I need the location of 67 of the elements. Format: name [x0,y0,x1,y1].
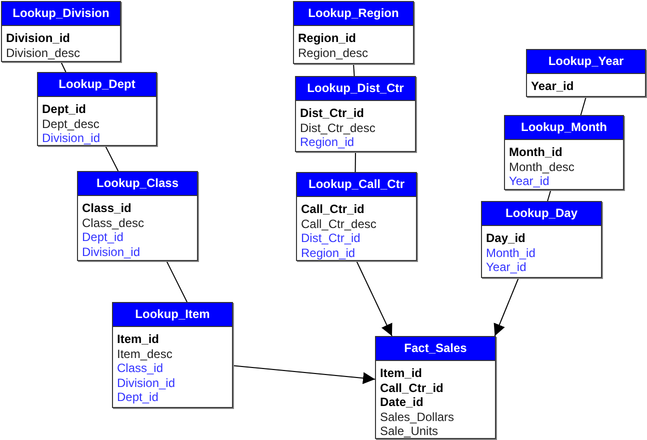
field-name: Dept_id [81,230,124,244]
field-name: Year_id [485,260,528,274]
connector-line [354,152,356,172]
field-name: Year_id [530,79,575,94]
table-header: Lookup_Item [113,303,232,327]
table-box [112,302,233,408]
field-name: Item_id [116,332,160,346]
table-box [504,115,624,190]
table-header: Lookup_Dist_Ctr [296,77,415,101]
field-name: Call_Ctr_id [379,380,444,395]
field-name: Division_id [5,31,72,46]
field-name: Dept_id [41,102,88,116]
connector-line [104,146,119,172]
field-name: Dist_Ctr_desc [299,120,376,135]
field-name: Sales_Dollars [379,410,456,424]
field-name: Region_id [299,135,356,150]
field-name: Division_id [116,376,176,390]
table-header: Lookup_Division [2,2,120,26]
table-header: Lookup_Day [482,202,601,226]
arrow [356,260,392,336]
field-name: Call_Ctr_desc [300,216,378,231]
connector-line [353,64,355,76]
field-name: Item_desc [116,346,174,361]
table-header: Lookup_Month [505,116,623,140]
field-name: Division_id [41,131,102,146]
field-name: Dept_id [116,390,160,404]
field-name: Sale_Units [379,424,440,438]
field-name: Dept_desc [41,116,100,131]
field-name: Region_desc [297,46,370,60]
table-header: Lookup_Year [527,50,645,74]
field-name: Month_id [508,145,564,160]
field-name: Year_id [508,174,550,188]
table-box [375,336,496,439]
table-box [1,1,121,62]
table-box [37,72,157,146]
field-name: Day_id [485,231,526,246]
table-box [293,1,414,64]
field-name: Dist_Ctr_id [299,106,366,120]
connector-line [547,190,552,202]
field-name: Dist_Ctr_id [300,231,362,246]
field-name: Region_id [297,31,358,46]
field-name: Class_id [81,201,132,216]
field-name: Date_id [379,395,424,410]
field-name: Item_id [379,366,424,380]
connector-line [60,62,66,72]
table-box [295,76,416,152]
table-header: Lookup_Call_Ctr [297,173,416,197]
field-name: Month_desc [508,160,576,174]
arrow [494,278,519,336]
arrow [232,365,376,384]
field-name: Class_desc [81,216,146,230]
field-name: Region_id [300,246,356,260]
field-name: Month_id [485,246,536,260]
table-box [526,49,646,97]
table-box [77,171,198,261]
field-name: Class_id [116,361,164,376]
field-name: Division_desc [5,46,82,60]
table-header: Lookup_Dept [38,73,156,97]
table-header: Fact_Sales [376,337,495,361]
table-header: Lookup_Region [294,2,413,26]
table-box [481,201,602,278]
connector-line [166,260,188,302]
field-name: Call_Ctr_id [300,202,366,216]
connector-line [580,96,586,116]
table-header: Lookup_Class [78,172,197,196]
field-name: Division_id [81,244,142,259]
table-box [296,172,417,261]
